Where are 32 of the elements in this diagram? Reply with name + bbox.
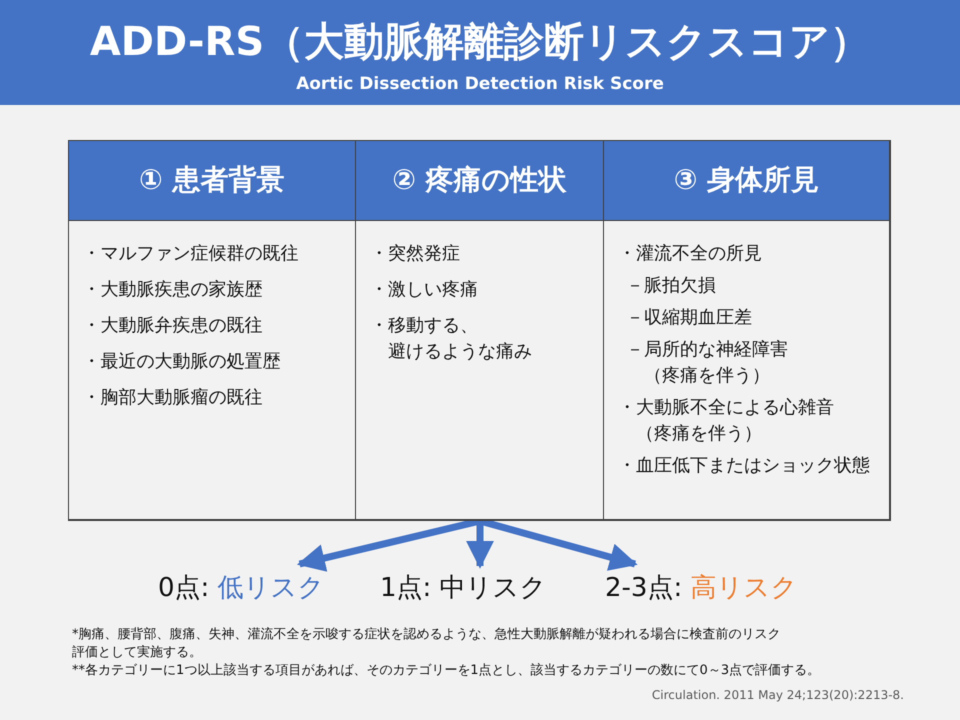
table-column bbox=[68, 141, 356, 520]
title: ADD-RS（大動脈解離診断リスクスコア） bbox=[88, 18, 872, 67]
list-item: ・胸部大動脈瘤の既往 bbox=[82, 386, 264, 410]
list-item: ・突然発症 bbox=[370, 242, 461, 266]
list-item: －局所的な神経障害（疼痛を伴う） bbox=[626, 338, 789, 388]
score-label: 2-3点: bbox=[605, 573, 682, 603]
risk-label: 低リスク bbox=[218, 573, 325, 603]
table-column bbox=[356, 141, 604, 520]
column-heading: ③ 身体所見 bbox=[672, 162, 820, 198]
risk-label: 高リスク bbox=[690, 573, 798, 603]
list-item: ・大動脈不全による心雑音（疼痛を伴う） bbox=[618, 396, 835, 446]
list-item: ・血圧低下またはショック状態 bbox=[618, 454, 871, 478]
list-item: ・灌流不全の所見 bbox=[618, 242, 763, 266]
list-item: ・最近の大動脈の処置歴 bbox=[82, 350, 282, 374]
citation: Circulation. 2011 May 24;123(20):2213-8. bbox=[652, 688, 904, 702]
list-item: ・激しい疼痛 bbox=[370, 278, 479, 302]
footnote: *胸痛、腰背部、腹痛、失神、灌流不全を示唆する症状を認めるような、急性大動脈解離が疑われる場合に検査前のリスク評価として実施する。 bbox=[72, 626, 782, 662]
risk-label: 中リスク bbox=[440, 573, 547, 603]
list-item: ・大動脈弁疾患の既往 bbox=[82, 314, 264, 338]
list-item: －収縮期血圧差 bbox=[626, 306, 753, 330]
list-item: ・移動する、避けるような痛み bbox=[370, 314, 533, 364]
list-item: －脈拍欠損 bbox=[626, 274, 717, 298]
table-column bbox=[604, 141, 890, 520]
list-item: ・マルファン症候群の既往 bbox=[82, 242, 300, 266]
score-label: 0点: bbox=[158, 573, 210, 603]
column-heading: ① 患者背景 bbox=[138, 162, 286, 198]
table-frame bbox=[68, 140, 891, 521]
subtitle: Aortic Dissection Detection Risk Score bbox=[295, 74, 665, 94]
list-item: ・大動脈疾患の家族歴 bbox=[82, 278, 264, 302]
column-heading: ② 疼痛の性状 bbox=[391, 162, 568, 198]
score-label: 1点: bbox=[380, 573, 432, 603]
footnote: **各カテゴリーに1つ以上該当する項目があれば、そのカテゴリーを1点とし、該当するカテゴリーの数にて0～3点で評価する。 bbox=[72, 662, 822, 680]
